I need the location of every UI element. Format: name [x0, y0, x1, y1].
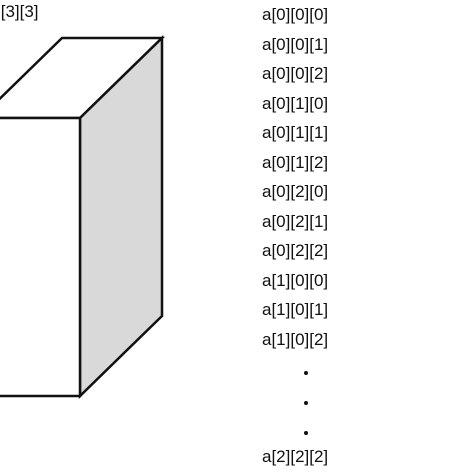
list-item: a[0][2][1] — [262, 211, 329, 231]
ellipsis-dots — [262, 359, 382, 447]
list-item: a[0][2][2] — [262, 241, 329, 260]
array-declaration-label: ][3][3] — [0, 2, 39, 21]
ellipsis-dot — [304, 371, 308, 375]
element-order-list: a[0][0][0] a[0][0][1] a[0][0][2] a[0][1]… — [262, 5, 382, 467]
list-item: a[0][0][2] — [262, 64, 329, 83]
list-item: a[0][1][2] — [262, 152, 329, 172]
list-item: a[0][0][0] — [262, 5, 329, 24]
ellipsis-dot — [304, 401, 308, 405]
list-item: a[1][0][2] — [262, 329, 329, 349]
list-item-last: a[2][2][2] — [262, 447, 329, 466]
ellipsis-dot — [304, 431, 308, 435]
list-item: a[0][1][1] — [262, 123, 329, 142]
list-item: a[1][0][1] — [262, 300, 329, 319]
list-item: a[0][1][0] — [262, 93, 329, 113]
list-item: a[0][0][1] — [262, 34, 329, 54]
list-item: a[0][2][0] — [262, 182, 329, 201]
cube-front-face — [0, 116, 82, 398]
list-item: a[1][0][0] — [262, 270, 329, 290]
